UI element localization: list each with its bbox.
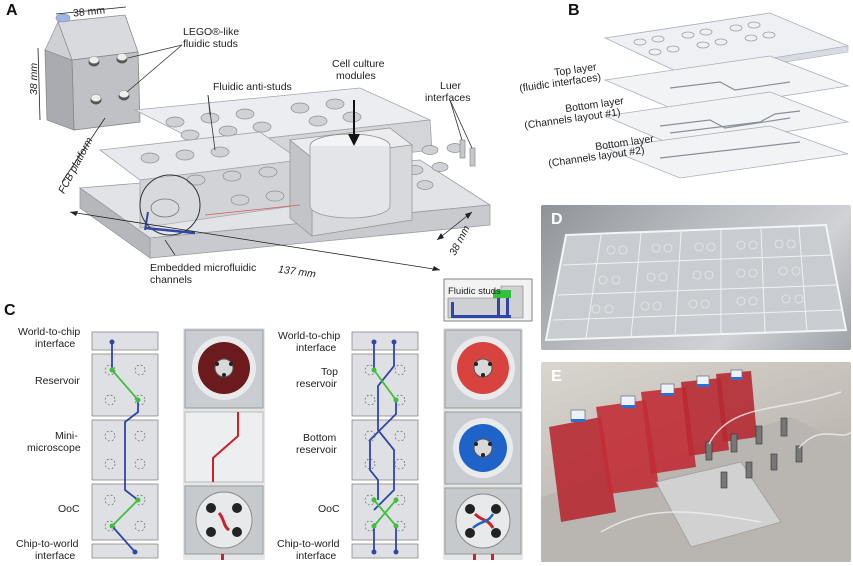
- left-c2w-line2: interface: [35, 550, 76, 562]
- right-c2w-line2: interface: [296, 550, 337, 562]
- photo-platform: D: [541, 205, 851, 350]
- right-bottom-line1: Bottom: [303, 432, 337, 444]
- left-ooc-label: OoC: [58, 503, 80, 515]
- inset-fluidic-studs-label: Fluidic studs: [448, 286, 501, 297]
- photo-assembled-modules: E: [541, 362, 851, 562]
- left-module-photo: [183, 328, 265, 560]
- panel-label-a: A: [6, 2, 18, 19]
- dim-side-label: 38 mm: [28, 62, 40, 95]
- fluidic-studs-inset: [443, 278, 533, 322]
- left-c2w-line1: Chip-to-world: [16, 538, 79, 550]
- left-mini-line1: Mini-: [55, 430, 78, 442]
- panel-label-e: E: [551, 368, 562, 385]
- left-module-schematic: [91, 331, 159, 559]
- right-w2c-line1: World-to-chip: [278, 330, 341, 342]
- panel-label-b: B: [568, 2, 580, 19]
- layers-exploded-view: [603, 12, 850, 179]
- panel-label-d: D: [551, 211, 563, 228]
- luer-label-line2: interfaces: [425, 92, 471, 104]
- left-w2c-line1: World-to-chip: [18, 326, 81, 338]
- fcb-platform-illustration: [37, 6, 492, 271]
- right-module-photo: [443, 328, 523, 560]
- right-top-line2: reservoir: [296, 378, 337, 390]
- right-module-schematic: [351, 331, 419, 559]
- right-bottom-line2: reservoir: [296, 444, 337, 456]
- right-ooc-label: OoC: [318, 503, 340, 515]
- right-w2c-line2: interface: [296, 342, 337, 354]
- embedded-label-line1: Embedded microfluidic: [150, 262, 257, 274]
- platform-base: [78, 87, 492, 259]
- studs-label-line2: fluidic studs: [183, 38, 238, 50]
- left-mini-line2: microscope: [27, 442, 81, 454]
- right-c2w-line1: Chip-to-world: [277, 538, 340, 550]
- luer-label-line1: Luer: [440, 80, 462, 92]
- left-w2c-line2: interface: [35, 338, 76, 350]
- cell-culture-label-line2: modules: [336, 70, 376, 82]
- left-reservoir-label: Reservoir: [35, 375, 80, 387]
- module-cube: [37, 6, 141, 131]
- right-top-line1: Top: [321, 366, 338, 378]
- studs-label-line1: LEGO®-like: [183, 26, 240, 38]
- cell-culture-label-line1: Cell culture: [332, 58, 385, 70]
- anti-studs-label: Fluidic anti-studs: [213, 81, 292, 93]
- embedded-label-line2: channels: [150, 274, 193, 286]
- panel-label-c: C: [4, 302, 16, 319]
